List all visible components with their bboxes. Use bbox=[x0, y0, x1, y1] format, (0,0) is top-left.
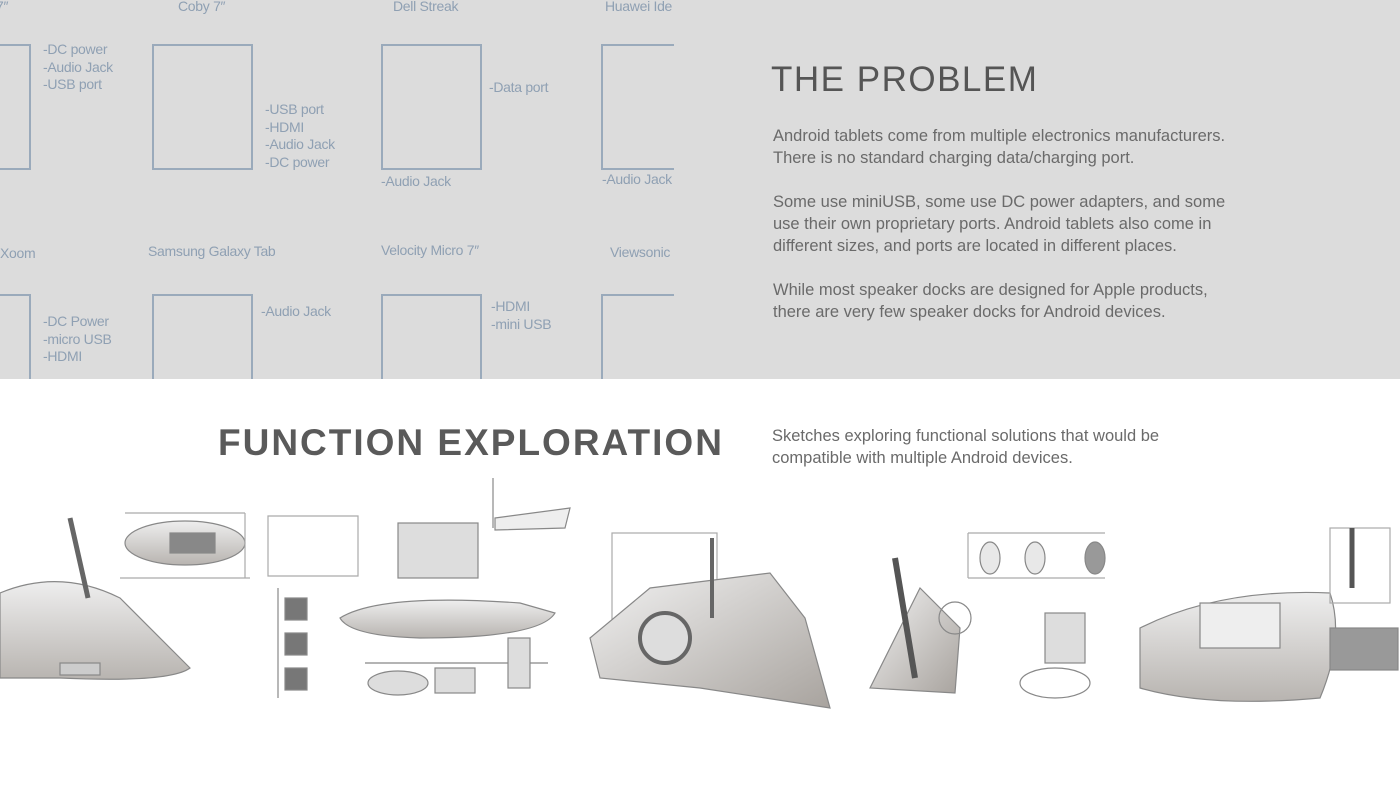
port-list: -HDMI-mini USB bbox=[491, 298, 552, 332]
sketch-triangle-speaker-dock bbox=[869, 532, 1106, 699]
port-list: -Data port bbox=[489, 79, 549, 95]
concept-sketches bbox=[0, 478, 1399, 709]
device-name: Coby 7″ bbox=[178, 0, 226, 14]
problem-paragraph: While most speaker docks are designed fo… bbox=[773, 281, 1208, 321]
device-name: Xoom bbox=[0, 245, 36, 261]
tablet-outline bbox=[152, 294, 253, 379]
device-name: 7″ bbox=[0, 0, 9, 14]
tablet-outline bbox=[381, 294, 482, 379]
sketch-rounded-speaker-dock bbox=[1139, 527, 1399, 702]
port-list: -Audio Jack bbox=[381, 173, 451, 189]
tablet-outline bbox=[152, 44, 253, 170]
tablet-outline bbox=[601, 44, 674, 170]
tablet-port-diagrams: 7″ -DC power-Audio Jack-USB port Coby 7″… bbox=[0, 0, 674, 379]
tablet-outline bbox=[381, 44, 482, 170]
function-exploration-title: FUNCTION EXPLORATION bbox=[218, 422, 724, 463]
device-name: Viewsonic bbox=[610, 244, 671, 260]
sketch-triangle-dock bbox=[0, 512, 250, 680]
port-list: -USB port-HDMI-Audio Jack-DC power bbox=[265, 101, 335, 170]
device-name: Dell Streak bbox=[393, 0, 459, 14]
port-list: -DC power-Audio Jack-USB port bbox=[43, 41, 113, 92]
port-list: -Audio Jack bbox=[261, 303, 331, 319]
device-name: Huawei Ide bbox=[605, 0, 673, 14]
device-name: Samsung Galaxy Tab bbox=[148, 243, 276, 259]
function-exploration-description: Sketches exploring functional solutions … bbox=[772, 427, 1160, 467]
device-name: Velocity Micro 7″ bbox=[381, 242, 479, 258]
port-list: -DC Power-micro USB-HDMI bbox=[43, 313, 112, 364]
tablet-outline bbox=[601, 294, 674, 379]
tablet-outline bbox=[0, 44, 31, 170]
problem-paragraph: Some use miniUSB, some use DC power adap… bbox=[773, 193, 1226, 255]
sketch-universal-dock bbox=[267, 478, 571, 698]
problem-title: THE PROBLEM bbox=[771, 60, 1039, 99]
port-list: -Audio Jack bbox=[602, 171, 672, 187]
sketch-faceted-speaker-dock bbox=[589, 532, 831, 709]
problem-section: 7″ -DC power-Audio Jack-USB port Coby 7″… bbox=[0, 0, 1400, 379]
problem-paragraph: Android tablets come from multiple elect… bbox=[773, 127, 1226, 167]
tablet-outline bbox=[0, 294, 31, 379]
